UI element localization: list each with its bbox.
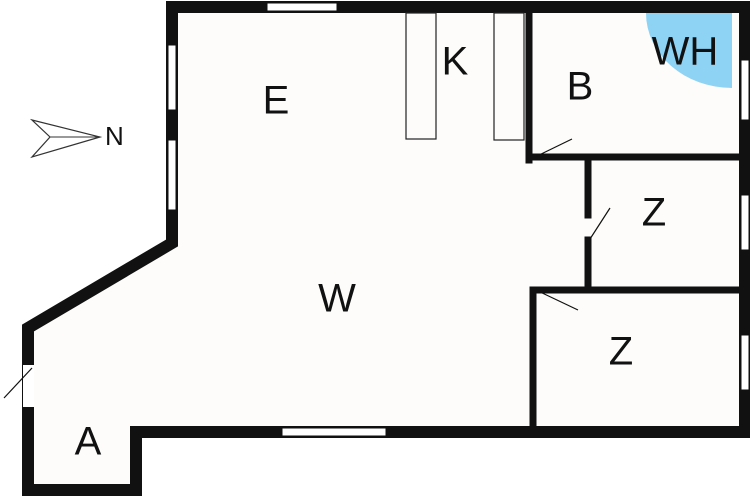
door-swing-b — [534, 138, 573, 158]
room-labels: E K WH B W Z Z A — [75, 30, 719, 464]
door-swing-z-upper — [589, 207, 611, 240]
door-swings — [534, 138, 611, 311]
window-left-middle — [167, 139, 177, 211]
window-top — [266, 2, 338, 12]
room-label-a: A — [75, 420, 102, 464]
kitchen-counters — [405, 12, 525, 141]
room-label-z-upper: Z — [642, 191, 666, 235]
room-label-e: E — [263, 79, 290, 123]
room-label-w: W — [318, 277, 356, 321]
window-right-z-upper — [740, 194, 750, 251]
window-bottom — [281, 427, 387, 437]
window-left-upper — [167, 44, 177, 111]
kitchen-counter-left — [405, 12, 437, 140]
window-right-z-lower — [740, 334, 750, 391]
compass-label: N — [105, 121, 124, 151]
room-label-k: K — [442, 40, 469, 84]
north-arrow-icon — [29, 118, 103, 159]
interior-walls — [525, 6, 749, 436]
room-label-z-lower: Z — [609, 330, 633, 374]
room-label-wh: WH — [652, 30, 719, 74]
floor-area — [28, 7, 745, 495]
wh-quarter-circle — [646, 13, 732, 88]
window-right-b — [740, 59, 750, 121]
entrance-opening — [23, 365, 34, 407]
door-swing-z-lower — [537, 290, 579, 311]
kitchen-counter-right — [493, 12, 525, 141]
entrance-door-swing — [3, 367, 33, 399]
room-label-b: B — [567, 65, 594, 109]
windows — [167, 2, 750, 437]
compass: N — [29, 118, 124, 159]
